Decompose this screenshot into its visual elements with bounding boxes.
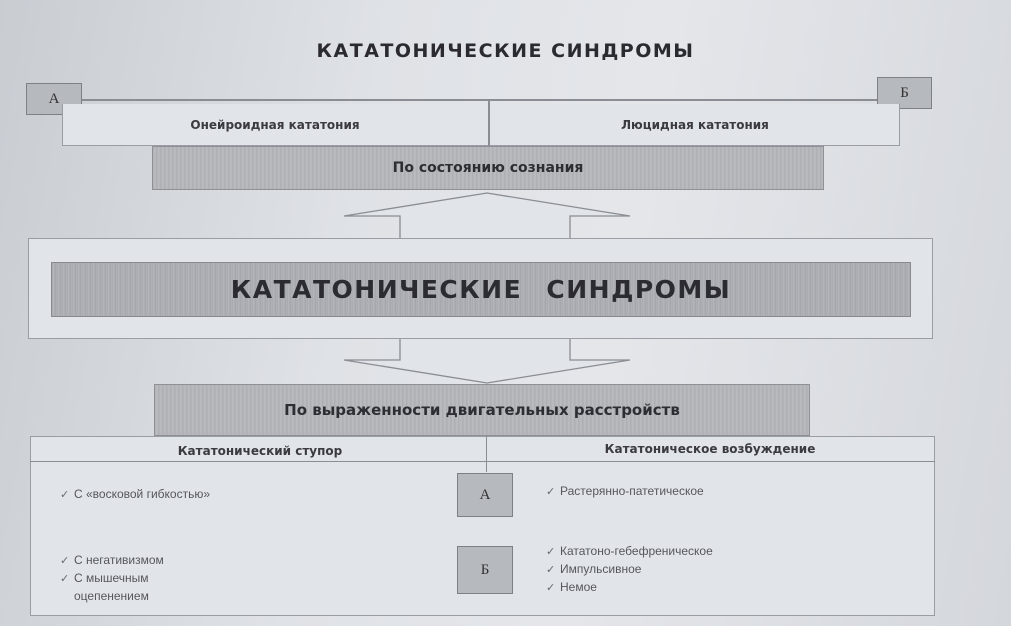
check-icon: ✓ [60, 489, 70, 501]
list-item: оцепенением [60, 588, 360, 605]
bottom-divider [486, 436, 488, 472]
stupor-list-a: ✓ С «восковой гибкостью» [60, 486, 360, 504]
check-icon: ✓ [60, 573, 70, 585]
list-item-text: С негативизмом [74, 553, 164, 567]
letter-box-a-bottom: А [457, 473, 513, 517]
up-arrow-shape [343, 192, 631, 241]
list-item: ✓ С мышечным [60, 570, 360, 588]
check-icon: ✓ [546, 564, 556, 576]
list-item-text: Немое [560, 580, 597, 594]
letter-box-b-bottom: Б [457, 546, 513, 594]
motor-criterion-bar: По выраженности двигательных расстройств [154, 384, 810, 436]
down-arrow-shape [343, 337, 631, 384]
list-item-text: оцепенением [74, 589, 149, 603]
consciousness-types-box [62, 104, 900, 146]
list-item-text: Кататоно-гебефреническое [560, 544, 713, 558]
excitement-list-a: ✓ Растерянно-патетическое [546, 483, 866, 501]
letter-box-b-top: Б [877, 77, 932, 109]
central-title-bar: КАТАТОНИЧЕСКИЕ СИНДРОМЫ [51, 262, 911, 317]
letter-box-a-top: А [26, 83, 82, 115]
check-icon: ✓ [546, 546, 556, 558]
catatonic-stupor-header: Кататонический ступор [177, 444, 343, 458]
list-item-text: Растерянно-патетическое [560, 484, 704, 498]
list-item: ✓ Растерянно-патетическое [546, 483, 866, 501]
excitement-list-b: ✓Кататоно-гебефреническое ✓Импульсивное … [546, 543, 866, 597]
lucid-catatonia-label: Люцидная кататония [621, 118, 769, 132]
list-item: ✓ С «восковой гибкостью» [60, 486, 360, 504]
check-icon: ✓ [546, 486, 556, 498]
check-icon: ✓ [546, 582, 556, 594]
top-divider [488, 100, 490, 146]
top-horizontal-line [58, 99, 896, 101]
oneiroid-catatonia-label: Онейроидная кататония [190, 118, 360, 132]
catatonic-excitement-header: Кататоническое возбуждение [604, 442, 816, 456]
check-icon: ✓ [60, 555, 70, 567]
list-item: ✓ Импульсивное [546, 561, 866, 579]
stupor-list-b: ✓ С негативизмом ✓ С мышечным оцепенением [60, 552, 360, 605]
page-title: КАТАТОНИЧЕСКИЕ СИНДРОМЫ [316, 40, 695, 62]
list-item: ✓ Немое [546, 579, 866, 597]
list-item-text: С мышечным [74, 571, 149, 585]
consciousness-criterion-bar: По состоянию сознания [152, 146, 824, 190]
list-item: ✓ С негативизмом [60, 552, 360, 570]
list-item-text: Импульсивное [560, 562, 642, 576]
list-item-text: С «восковой гибкостью» [74, 487, 211, 501]
list-item: ✓ Кататоно-гебефреническое [546, 543, 866, 561]
bottom-header-line [30, 461, 935, 463]
